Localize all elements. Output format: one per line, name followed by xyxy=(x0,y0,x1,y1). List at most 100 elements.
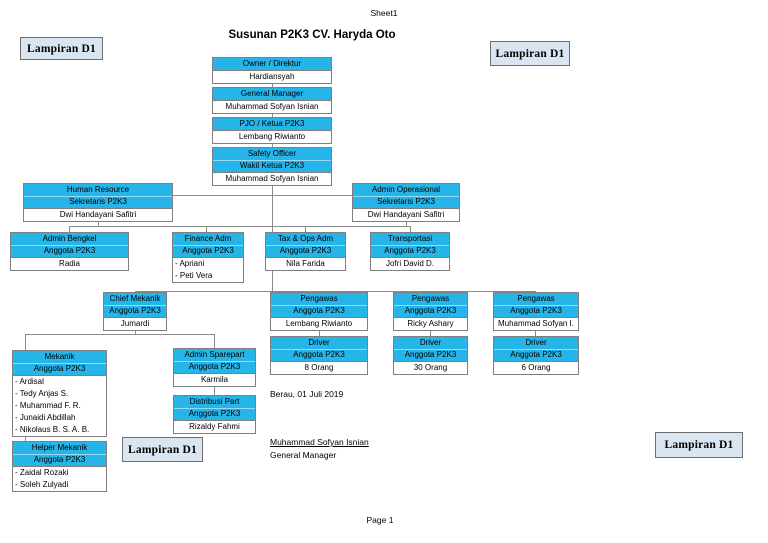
org-box-member: Jofri David D. xyxy=(371,258,449,270)
org-box-member: 8 Orang xyxy=(271,362,367,374)
connector-line xyxy=(272,141,273,147)
lampiran-label-top-right: Lampiran D1 xyxy=(490,41,570,66)
org-box-member: Muhammad Sofyan Isnian xyxy=(213,101,331,113)
signature-name: Muhammad Sofyan Isnian xyxy=(270,437,369,447)
connector-line xyxy=(319,328,320,336)
connector-line xyxy=(214,335,215,348)
org-box-title: Admin Operasional xyxy=(353,184,459,196)
org-box-title: Anggota P2K3 xyxy=(271,305,367,318)
org-box-title: Pengawas xyxy=(271,293,367,305)
org-box-member: 30 Orang xyxy=(394,362,467,374)
connector-line xyxy=(206,227,207,232)
org-box-title: Safety Officer xyxy=(213,148,331,160)
org-box-member: Lembang Riwianto xyxy=(271,318,367,330)
org-box-title: Anggota P2K3 xyxy=(173,245,243,258)
org-box-member: Hardiansyah xyxy=(213,71,331,83)
org-box-title: Anggota P2K3 xyxy=(174,408,255,421)
connector-line xyxy=(25,334,215,335)
org-box-member: Jumardi xyxy=(104,318,166,330)
org-box-member: 6 Orang xyxy=(494,362,578,374)
lampiran-label-bottom-left: Lampiran D1 xyxy=(122,437,203,462)
org-box-title: Transportasi xyxy=(371,233,449,245)
page-title: Susunan P2K3 CV. Haryda Oto xyxy=(228,29,396,41)
org-box-member: - Soleh Zulyadi xyxy=(13,479,106,491)
org-box-member: Muhammad Sofyan Isnian xyxy=(213,173,331,185)
lampiran-label-top-left: Lampiran D1 xyxy=(20,37,103,60)
org-box-title: Anggota P2K3 xyxy=(494,349,578,362)
org-box-member: Dwi Handayani Safitri xyxy=(353,209,459,221)
org-box-title: Anggota P2K3 xyxy=(394,349,467,362)
connector-line xyxy=(214,384,215,395)
org-box-member: Muhammad Sofyan I. xyxy=(494,318,578,330)
org-box-title: Anggota P2K3 xyxy=(174,361,255,374)
connector-line xyxy=(25,335,26,350)
connector-line xyxy=(135,328,136,334)
org-box-title: Anggota P2K3 xyxy=(394,305,467,318)
org-box-title: Anggota P2K3 xyxy=(104,305,166,318)
connector-line xyxy=(430,328,431,336)
connector-line xyxy=(69,226,411,227)
connector-line xyxy=(305,227,306,232)
connector-line xyxy=(410,227,411,232)
connector-line xyxy=(135,291,536,292)
connector-line xyxy=(69,227,70,232)
org-box-title: Anggota P2K3 xyxy=(371,245,449,258)
org-box-member: Karmila xyxy=(174,374,255,386)
connector-line xyxy=(272,81,273,87)
org-box-member: - Peti Vera xyxy=(173,270,243,282)
org-box-title: Admin Bengkel xyxy=(11,233,128,245)
org-box-member: - Junaidi Abdillah xyxy=(13,412,106,424)
org-box-member: Nila Farida xyxy=(266,258,345,270)
page-footer: Page 1 xyxy=(366,515,394,525)
org-box-title: Human Resource xyxy=(24,184,172,196)
org-box-member: - Muhammad F. R. xyxy=(13,400,106,412)
org-box-member: - Tedy Anjas S. xyxy=(13,388,106,400)
org-box-member: - Zaidal Rozaki xyxy=(13,467,106,479)
org-box-member: - Apriani xyxy=(173,258,243,270)
org-box-member: - Nikolaus B. S. A. B. xyxy=(13,424,106,436)
org-box-member: Rizaldy Fahmi xyxy=(174,421,255,433)
org-box-title: Driver xyxy=(394,337,467,349)
sheet-label: Sheet1 xyxy=(370,8,398,18)
connector-line xyxy=(535,328,536,336)
org-box-member: Radia xyxy=(11,258,128,270)
org-box-title: Chief Mekanik xyxy=(104,293,166,305)
org-box-title: Sekretaris P2K3 xyxy=(24,196,172,209)
connector-line xyxy=(272,111,273,117)
org-box-title: Helper Mekanik xyxy=(13,442,106,454)
org-box-title: Anggota P2K3 xyxy=(271,349,367,362)
signature-role: General Manager xyxy=(270,450,337,460)
org-box-title: Pengawas xyxy=(494,293,578,305)
org-box-title: Anggota P2K3 xyxy=(11,245,128,258)
lampiran-label-bottom-right: Lampiran D1 xyxy=(655,432,743,458)
org-box-title: PJO / Ketua P2K3 xyxy=(213,118,331,131)
org-box-title: Owner / Direktur xyxy=(213,58,331,71)
org-box-title: Tax & Ops Adm xyxy=(266,233,345,245)
org-box-member: Ricky Ashary xyxy=(394,318,467,330)
org-box-title: Finance Adm xyxy=(173,233,243,245)
org-box-title: Driver xyxy=(271,337,367,349)
date-line: Berau, 01 Juli 2019 xyxy=(270,389,344,399)
org-box-title: Wakil Ketua P2K3 xyxy=(213,160,331,173)
org-box-title: Pengawas xyxy=(394,293,467,305)
org-box-title: Anggota P2K3 xyxy=(13,363,106,376)
connector-line xyxy=(98,219,99,226)
org-box-member: - Ardisal xyxy=(13,376,106,388)
